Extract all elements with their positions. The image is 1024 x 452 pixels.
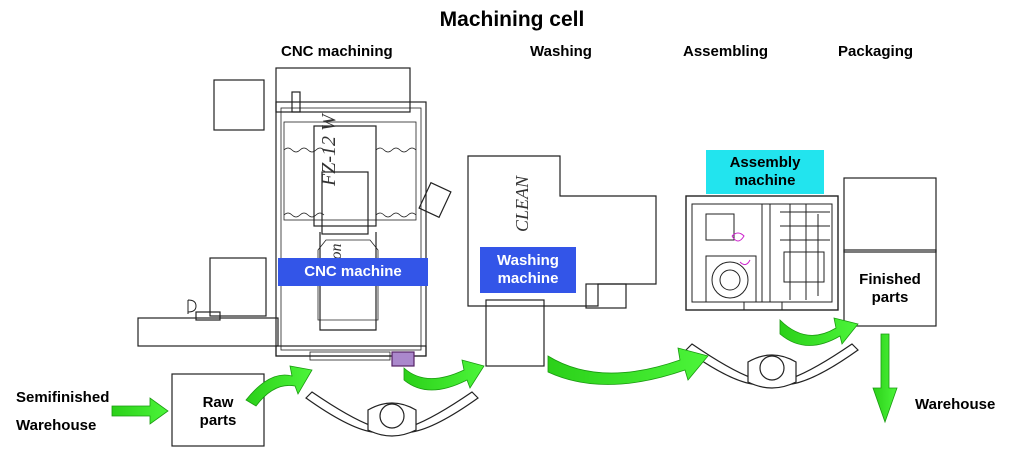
cnc-top-head (275, 67, 411, 113)
arrow-washing-to-assembly (547, 347, 709, 385)
cnc-coolant-tank (209, 257, 267, 317)
assembly-machine-drawing (685, 195, 839, 311)
finished-parts-box (843, 249, 937, 327)
cnc-chip-conveyor (137, 317, 279, 347)
stage-label-cnc: CNC machining (281, 43, 393, 60)
raw-parts-label: Raw parts (199, 394, 237, 429)
cnc-control-pendant (418, 181, 452, 219)
washing-machine-drawing (467, 155, 657, 367)
arrow-warehouse-to-raw (111, 397, 169, 425)
stage-label-packaging: Packaging (838, 43, 914, 60)
cnc-main-frame (275, 101, 427, 357)
assembly-machine-label: Assembly machine (706, 150, 824, 194)
arrow-cnc-to-washing (403, 359, 485, 391)
washing-machine-outlet (485, 299, 545, 367)
raw-parts-box (171, 373, 265, 447)
washing-machine-clean-text: CLEAN (512, 175, 532, 232)
cnc-machine-model-text: FZ-12 W (318, 114, 340, 186)
operator-2-figure (685, 343, 859, 389)
semifinished-warehouse-label: Semifinished Warehouse (16, 389, 110, 434)
stage-label-washing: Washing (530, 43, 592, 60)
arrow-raw-to-cnc (245, 365, 313, 407)
washing-machine-label: Washing machine (480, 247, 576, 293)
operator-1-figure (305, 391, 479, 437)
target-warehouse-label: Warehouse (915, 396, 996, 413)
arrow-packaging-to-warehouse (872, 333, 898, 424)
washing-machine-body (467, 155, 657, 307)
cnc-machine-label: CNC machine (278, 258, 428, 286)
stage-label-assembling: Assembling (683, 43, 769, 60)
cnc-machine-drawing (137, 67, 452, 367)
cnc-side-panel (213, 79, 265, 131)
diagram-title: Machining cell (439, 8, 585, 31)
arrow-assembly-to-packaging (779, 317, 859, 346)
packaging-upper-box (843, 177, 937, 253)
finished-parts-label: Finished parts (859, 271, 921, 306)
